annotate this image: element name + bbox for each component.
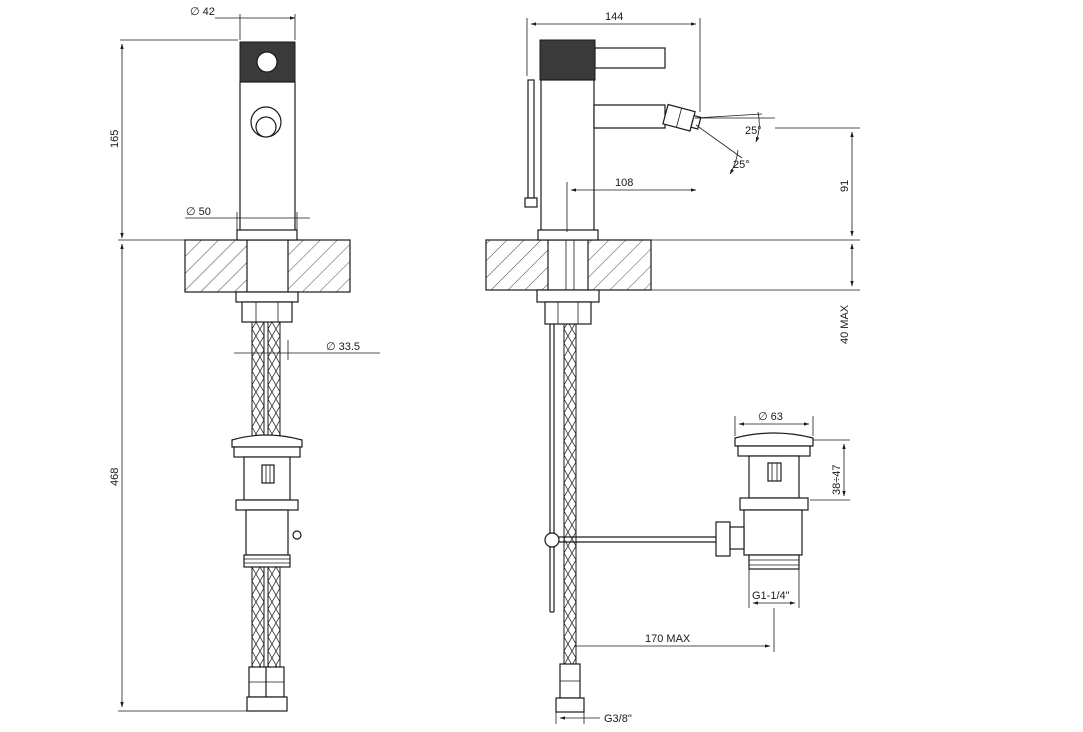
side-nut-top [536, 289, 600, 303]
front-waste-slot [261, 464, 275, 484]
side-spout [593, 104, 666, 129]
dim-overall-length: 144 [605, 11, 623, 23]
dim-base-diameter: ∅ 50 [186, 206, 211, 218]
side-hose [563, 323, 577, 665]
dim-spout-reach: 108 [615, 177, 633, 189]
dim-waste-height-range: 38÷47 [831, 464, 843, 495]
front-body [239, 81, 296, 233]
dim-shank-diameter: ∅ 33.5 [326, 341, 360, 353]
side-lift-knob [524, 197, 538, 208]
side-lift-rod [527, 79, 535, 199]
side-knurled-handle [539, 39, 596, 81]
side-waste-flange [737, 445, 811, 457]
front-nut-top [235, 291, 299, 303]
front-aerator [255, 116, 277, 138]
dim-height-above-deck: 165 [109, 130, 121, 148]
front-waste-thread [243, 554, 291, 568]
side-waste-washer [739, 497, 809, 511]
front-hose-right-upper [267, 321, 281, 441]
front-view: ∅ 42 165 ∅ 50 ∅ 33.5 468 [109, 6, 380, 712]
side-waste-coupler [715, 521, 731, 557]
side-waste-cap [734, 432, 814, 447]
dim-rod-length: 170 MAX [645, 633, 691, 645]
side-waste-tail [743, 509, 803, 556]
front-hose-left-upper [251, 321, 265, 441]
dim-spray-angle-upper: 25° [745, 125, 762, 137]
side-lever [594, 47, 666, 69]
front-deck-hole [246, 239, 289, 293]
front-waste-pin [292, 530, 302, 540]
front-waste-cap [231, 434, 303, 448]
side-view: 25° 25° [485, 11, 860, 725]
side-waste-coupler-inner [729, 526, 745, 550]
side-waste-thread [748, 554, 800, 570]
front-waste-tail [245, 509, 289, 556]
side-base-flange [537, 229, 599, 241]
dim-spray-angle-lower: 25° [733, 159, 750, 171]
dim-waste-cap-diameter: ∅ 63 [758, 411, 783, 423]
side-waste-slot [767, 462, 782, 482]
front-waste-washer [235, 499, 299, 511]
side-body [540, 79, 595, 233]
side-rod-clamp [544, 532, 560, 548]
dim-deck-thickness: 40 MAX [839, 304, 851, 344]
dim-spout-height: 91 [839, 180, 851, 192]
dim-hose-thread: G3/8" [604, 713, 632, 725]
side-deck-hole [547, 239, 589, 291]
front-base-flange [236, 229, 298, 241]
front-handle-hole [256, 51, 278, 73]
front-waste-flange [233, 446, 301, 458]
front-hose-right-lower [267, 566, 281, 668]
side-hose-end [555, 697, 585, 713]
side-nozzle-tip [690, 114, 702, 130]
side-nut [544, 301, 592, 325]
dim-total-hose-length: 468 [109, 468, 121, 486]
dim-waste-thread: G1-1/4" [752, 590, 790, 602]
front-nut [241, 301, 293, 323]
front-hose-end [246, 696, 288, 712]
front-hose-left-lower [251, 566, 265, 668]
dim-top-diameter: ∅ 42 [190, 6, 215, 18]
